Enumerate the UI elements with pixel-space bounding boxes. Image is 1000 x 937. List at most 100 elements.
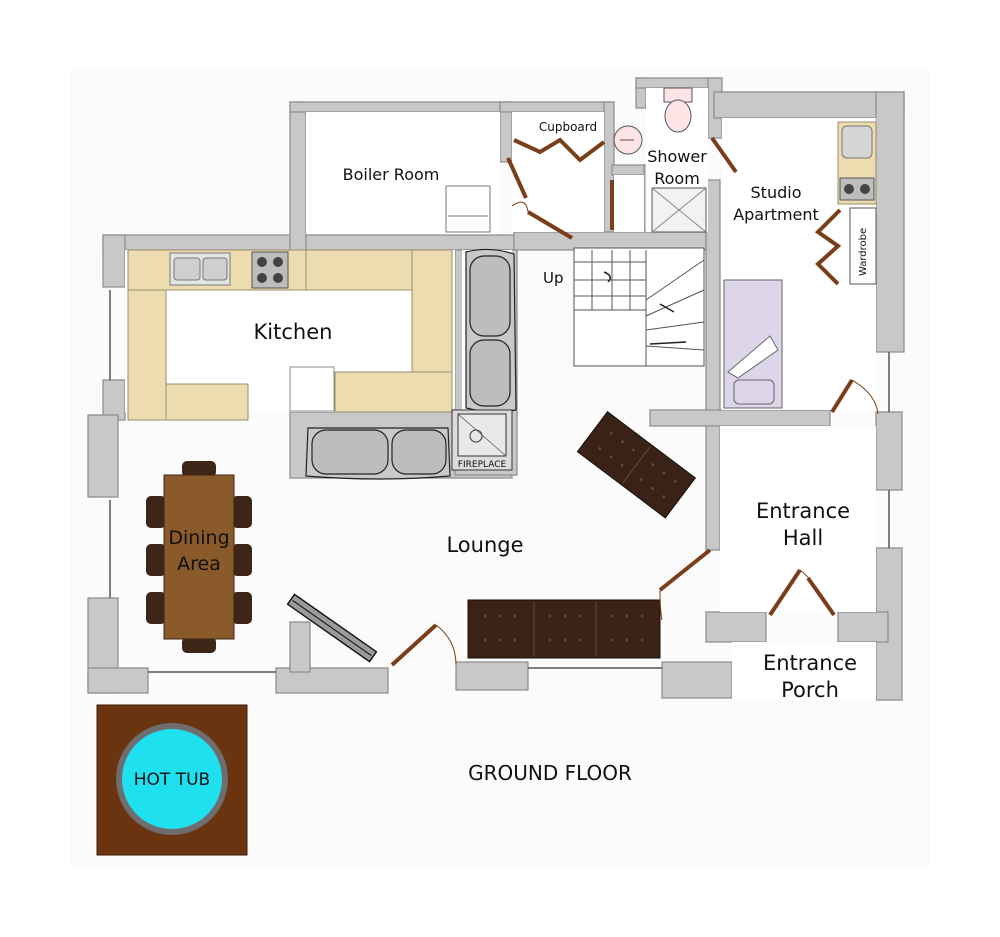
leather-sofa-diagonal [576, 411, 697, 519]
door-hall-swing [659, 589, 663, 621]
studio-kitchenette [837, 121, 877, 205]
fireplace-label: FIREPLACE [458, 460, 507, 470]
wall-bottom-mid2 [455, 661, 529, 691]
sofa-long-body [467, 599, 661, 659]
label-kitchen: Kitchen [254, 320, 333, 344]
toilet [663, 87, 693, 133]
door-lounge-swing [435, 624, 457, 666]
hot-tub: HOT TUB [96, 704, 248, 856]
door-wardrobe-bifold [814, 208, 842, 286]
studio-hob [839, 177, 875, 201]
chair [232, 592, 252, 624]
label-entrance-porch-line1: Entrance [763, 651, 857, 675]
sofa-diagonal-tufts [598, 431, 677, 499]
sink-basin-2 [202, 257, 228, 281]
floor-porch [732, 642, 876, 700]
fridge [289, 366, 335, 412]
sink-basin-1 [173, 257, 201, 281]
tv-unit-line [292, 600, 372, 656]
wall-left-upper [102, 234, 126, 288]
shower-tray [651, 187, 707, 233]
chair [182, 461, 216, 477]
wall-studio-low [649, 409, 831, 427]
label-entrance-hall-line1: Entrance [756, 499, 850, 523]
wall-shower-mid [611, 164, 649, 176]
stairs-up-label: Up [543, 269, 564, 287]
label-cupboard: Cupboard [539, 120, 597, 134]
stairs-area [573, 247, 705, 367]
door-lounge-leaf [390, 623, 438, 667]
hob-ring-2 [273, 257, 283, 267]
studio-hob-ring [860, 184, 870, 194]
hot-tub-water [122, 729, 222, 829]
wall-left-mid [102, 379, 126, 421]
stairs-arrow [603, 271, 687, 345]
stair-winder [645, 289, 705, 317]
wall-bottom-left [87, 667, 149, 694]
door-porch-swing [799, 569, 835, 616]
wall-right-mid [875, 411, 903, 491]
sofa-diagonal-seam [622, 446, 651, 484]
toilet-bowl [664, 99, 692, 133]
grey-cushion-2 [469, 339, 511, 407]
fireplace: FIREPLACE [451, 409, 513, 471]
wall-stairs-right [705, 179, 721, 551]
doors [109, 136, 890, 673]
wardrobe-label: Wardrobe [858, 228, 869, 276]
door-hall-leaf [658, 548, 712, 592]
chair [146, 496, 166, 528]
door-studio-swing [851, 379, 879, 415]
grey-cushion-4 [391, 429, 447, 475]
stair-winder [645, 259, 705, 301]
wall-porch-right [837, 611, 889, 643]
sofa-long-tufts [483, 614, 644, 642]
door-boiler-leaf [506, 157, 528, 199]
floor-shower-small [614, 175, 644, 232]
door-studio-leaf [830, 378, 854, 414]
wall-studio-right [875, 91, 905, 353]
wall-boiler-top [289, 101, 513, 113]
floor-cupboard [512, 112, 604, 232]
wall-stairs-top [513, 231, 715, 251]
wardrobe [849, 207, 877, 285]
label-entrance-porch-line2: Porch [781, 678, 839, 702]
bed-duvet [727, 335, 779, 379]
door-porch-left [768, 568, 802, 617]
door-porch-right [806, 576, 836, 617]
basin [613, 125, 643, 155]
dining-chairs [146, 461, 252, 653]
hob-ring-4 [273, 273, 283, 283]
grey-cushion-3 [311, 429, 389, 475]
kitchen-hob [251, 251, 289, 289]
label-entrance-hall-line2: Hall [783, 526, 823, 550]
studio-bed [723, 279, 783, 409]
label-studio-line2: Apartment [733, 205, 819, 224]
hob-ring-1 [257, 257, 267, 267]
boiler-unit [445, 185, 491, 233]
label-boiler-room: Boiler Room [343, 165, 440, 184]
label-shower-line2: Room [654, 169, 700, 188]
wall-porch-left [705, 611, 767, 643]
studio-hob-ring [844, 184, 854, 194]
label-shower-line1: Shower [647, 147, 707, 166]
chair [232, 496, 252, 528]
bed-pillow [733, 379, 775, 405]
dining-label-line1: Dining [168, 527, 229, 549]
wall-bottom-right [661, 661, 733, 699]
leather-sofa-long [467, 599, 661, 659]
dining-label-line2: Area [177, 553, 221, 575]
grey-cushion-1 [469, 255, 511, 337]
studio-sink [841, 125, 873, 159]
dining-table [163, 474, 235, 640]
staircase [573, 247, 705, 367]
floor-hall [720, 426, 876, 612]
chair [182, 637, 216, 653]
stair-winder [645, 321, 705, 331]
kitchen-units [127, 249, 453, 421]
label-studio-line1: Studio [751, 183, 802, 202]
wall-kitchen-top [102, 234, 516, 251]
floor-title: GROUND FLOOR [468, 761, 632, 785]
shower-diag [651, 187, 707, 233]
door-stairs-swing [511, 201, 529, 213]
